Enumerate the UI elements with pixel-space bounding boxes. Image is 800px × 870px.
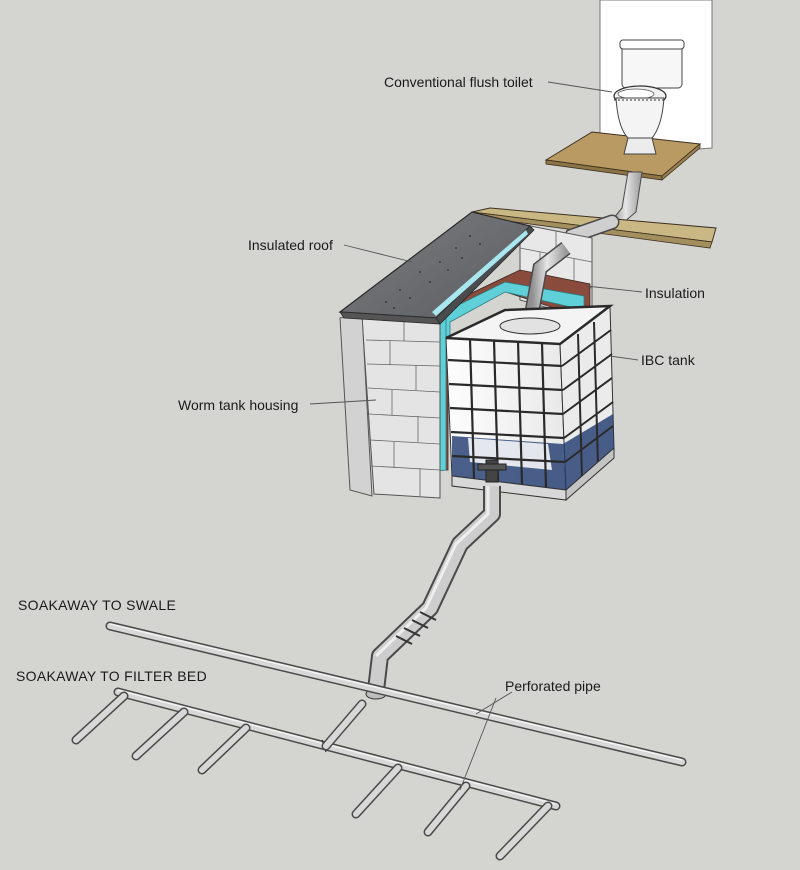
perforated-branches — [71, 691, 553, 861]
tank-feed-pipe — [524, 242, 571, 314]
leader-housing — [309, 399, 377, 405]
branch-pipe — [423, 781, 471, 837]
branch-pipe — [351, 763, 403, 819]
filter-bed-connector — [321, 699, 367, 751]
label-ibc: IBC tank — [641, 352, 695, 368]
worm-tank-housing — [339, 223, 593, 499]
swale-soakaway-pipe — [105, 621, 687, 767]
leader-insulation — [585, 285, 643, 293]
branch-pipe — [71, 691, 129, 745]
leader-toilet — [547, 81, 613, 93]
flush-toilet — [613, 39, 685, 155]
branch-pipe — [197, 723, 251, 775]
label-toilet: Conventional flush toilet — [384, 74, 533, 90]
leader-perforated-2 — [459, 697, 497, 791]
ibc-tank — [445, 304, 615, 502]
outflow-pipe — [365, 486, 501, 700]
toilet-down-pipe — [611, 171, 643, 223]
label-insulation: Insulation — [645, 285, 705, 301]
leader-lines — [309, 81, 643, 791]
insulated-roof — [338, 211, 535, 325]
label-swale: SOAKAWAY TO SWALE — [18, 597, 177, 613]
label-roof: Insulated roof — [248, 237, 333, 253]
label-filter-bed: SOAKAWAY TO FILTER BED — [16, 668, 207, 684]
label-perforated: Perforated pipe — [505, 678, 601, 694]
filter-bed-soakaway-pipe — [113, 687, 561, 811]
branch-pipe — [495, 801, 553, 861]
label-housing: Worm tank housing — [178, 397, 299, 413]
leader-ibc — [609, 355, 639, 361]
branch-pipe — [131, 707, 189, 761]
leader-roof — [343, 244, 413, 263]
